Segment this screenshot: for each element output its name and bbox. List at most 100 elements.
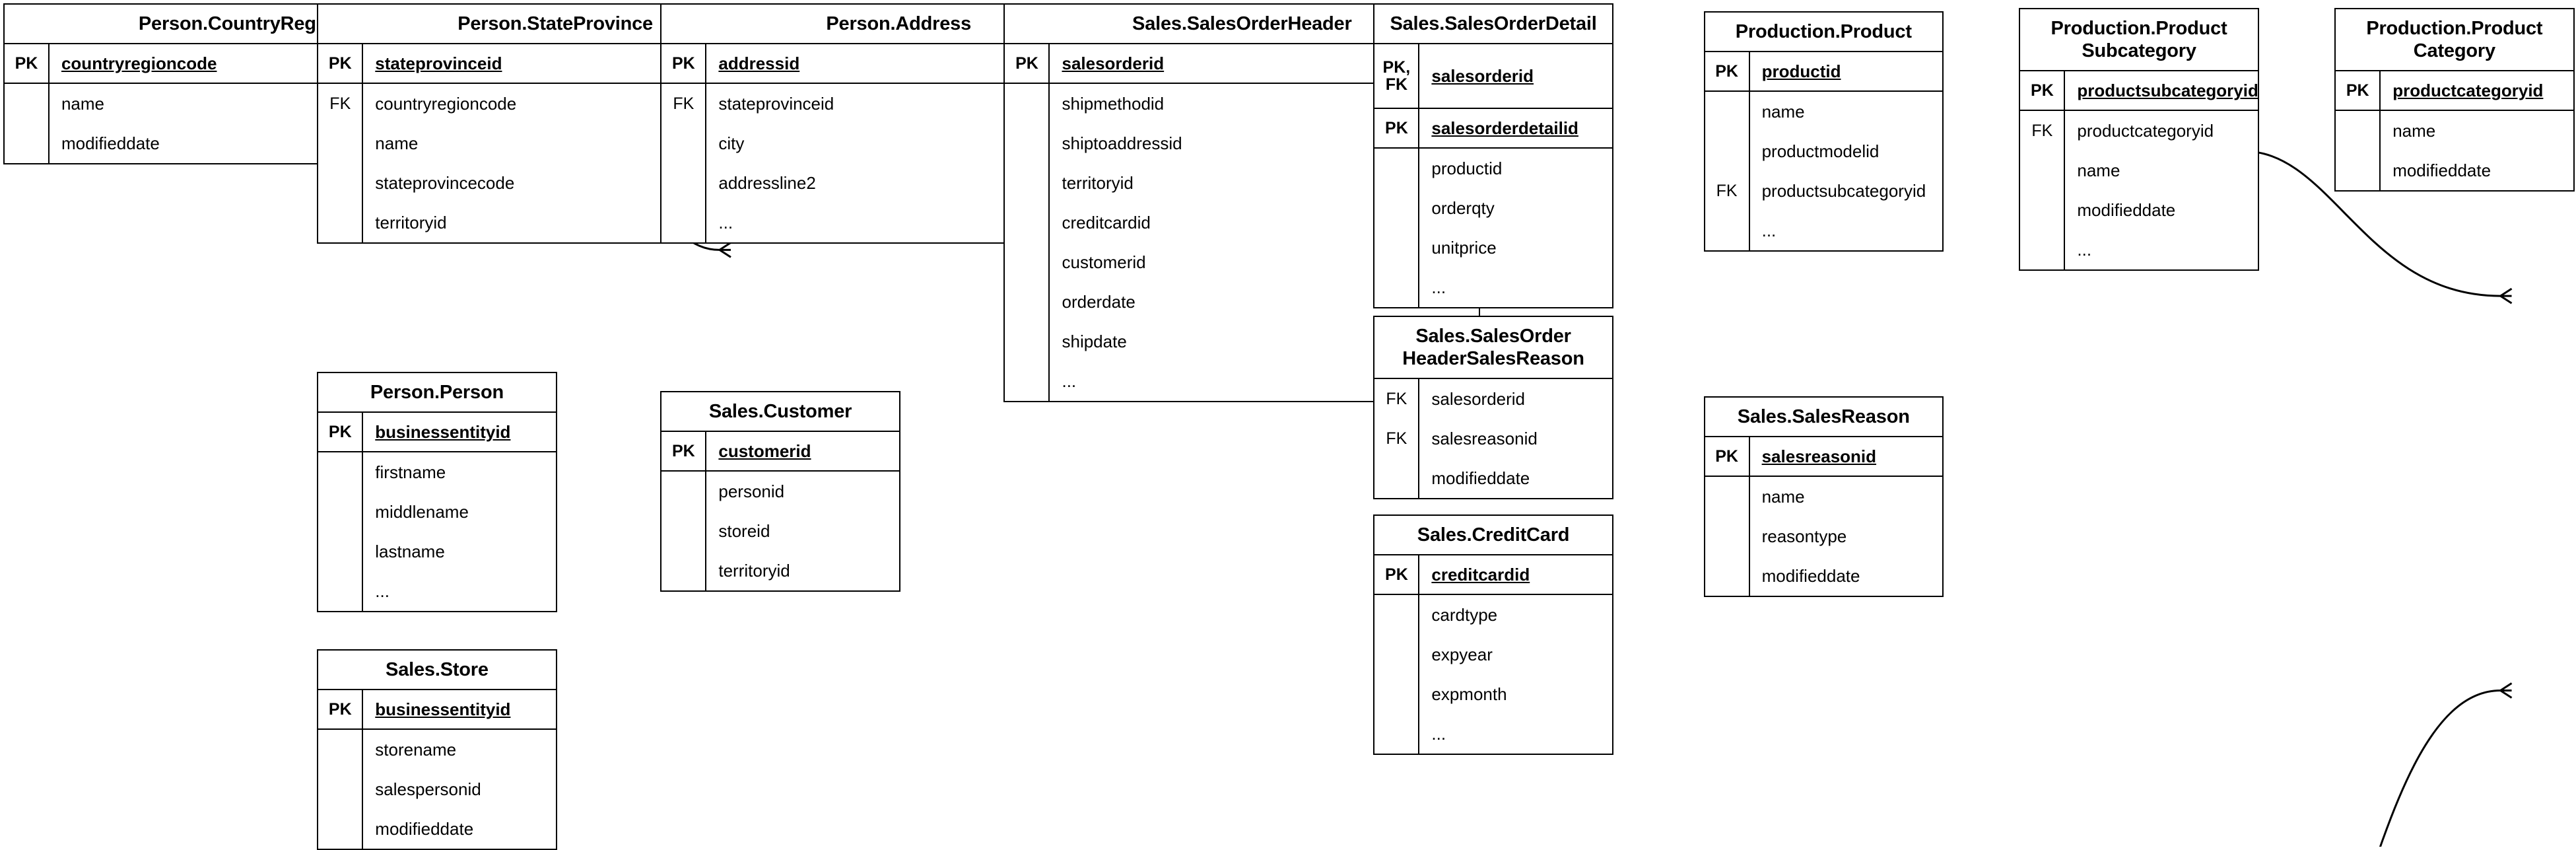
attribute-row: expmonth [1374, 674, 1611, 715]
attribute-row: shipmethodid [1005, 83, 1479, 124]
attribute-name: expmonth [1431, 684, 1507, 705]
attribute-row: name [2336, 111, 2573, 151]
attribute-row: name [1705, 92, 1942, 132]
key-attribute-name: productid [1761, 61, 1841, 82]
attribute-name: cardtype [1431, 605, 1498, 625]
attribute-row: modifieddate [2336, 151, 2573, 191]
attribute-name: modifieddate [1761, 565, 1860, 586]
attribute-key-label [1005, 361, 1050, 401]
attribute-key-label [1005, 202, 1050, 242]
attribute-row: modifieddate [1374, 458, 1611, 498]
attribute-row: city [661, 123, 1135, 163]
key-label: PK [1705, 437, 1750, 476]
entity-title: Person.Address [661, 5, 1136, 44]
attribute-key-label [1005, 162, 1050, 203]
attribute-key-label [318, 531, 364, 571]
attribute-key-label [1705, 476, 1750, 516]
attribute-name: shiptoaddressid [1062, 133, 1182, 153]
attribute-key-label [661, 551, 707, 591]
entity-title: Production.Product Subcategory [2020, 9, 2258, 72]
key-attribute-name: productcategoryid [2392, 81, 2544, 101]
attribute-key-label [1374, 595, 1420, 635]
attribute-row: modifieddate [318, 809, 555, 849]
attribute-name: modifieddate [61, 133, 160, 153]
attribute-name: stateprovinceid [718, 93, 834, 114]
key-label: PK [1374, 555, 1420, 594]
attribute-row: modifieddate [2020, 190, 2257, 230]
key-row: PK productid [1705, 52, 1942, 92]
attribute-key-label [1005, 281, 1050, 322]
attribute-row: productid [1374, 148, 1611, 188]
attribute-key-label [1705, 131, 1750, 172]
attribute-name: productcategoryid [2077, 121, 2214, 141]
attribute-row: name [2020, 151, 2257, 191]
attribute-row: unitprice [1374, 227, 1611, 267]
attribute-key-label [318, 123, 364, 163]
attribute-row: ... [1705, 211, 1942, 251]
key-attribute-name: addressid [718, 53, 800, 73]
attribute-key-label [1374, 188, 1420, 228]
attribute-row: name [318, 123, 792, 163]
attribute-key-label [1005, 123, 1050, 163]
attribute-name: territoryid [1062, 172, 1134, 193]
attribute-key-label [318, 491, 364, 532]
attribute-key-label [1705, 555, 1750, 596]
key-label: PK [2020, 71, 2066, 110]
attribute-row: customerid [1005, 242, 1479, 282]
attribute-name: name [2392, 121, 2436, 141]
key-attribute-name: stateprovinceid [375, 53, 502, 73]
attribute-key-label [5, 123, 50, 163]
attribute-key-label [318, 452, 364, 492]
entity-title: Sales.SalesReason [1705, 398, 1942, 437]
attribute-key-label [2020, 190, 2066, 230]
attribute-key-label [1374, 267, 1420, 307]
attribute-row: stateprovincecode [318, 162, 792, 203]
attribute-name: name [61, 93, 105, 114]
attribute-row: salespersonid [318, 769, 555, 810]
entity-title: Sales.SalesOrderDetail [1374, 5, 1612, 44]
key-label: PK [1705, 52, 1750, 91]
attribute-row: ... [2020, 230, 2257, 270]
attribute-name: orderdate [1062, 291, 1135, 312]
key-label: PK [661, 44, 707, 83]
attribute-name: addressline2 [718, 172, 816, 193]
key-attribute-name: customerid [718, 441, 811, 462]
attribute-key-label [661, 511, 707, 551]
attribute-name: stateprovincecode [375, 172, 515, 193]
attribute-key-label [318, 202, 364, 242]
attribute-key-label [661, 202, 707, 242]
attribute-key-label [1005, 321, 1050, 361]
attribute-name: name [1761, 102, 1805, 122]
attribute-key-label [1374, 674, 1420, 715]
attribute-row: productmodelid [1705, 131, 1942, 172]
attribute-block: name modifieddate [5, 83, 479, 163]
attribute-row: ... [318, 571, 555, 611]
attribute-name: shipdate [1062, 331, 1127, 351]
attribute-name: ... [375, 581, 390, 601]
attribute-key-label [2020, 151, 2066, 191]
attribute-key-label [318, 571, 364, 611]
attribute-row: name [1705, 476, 1942, 516]
key-label: PK [5, 44, 50, 83]
